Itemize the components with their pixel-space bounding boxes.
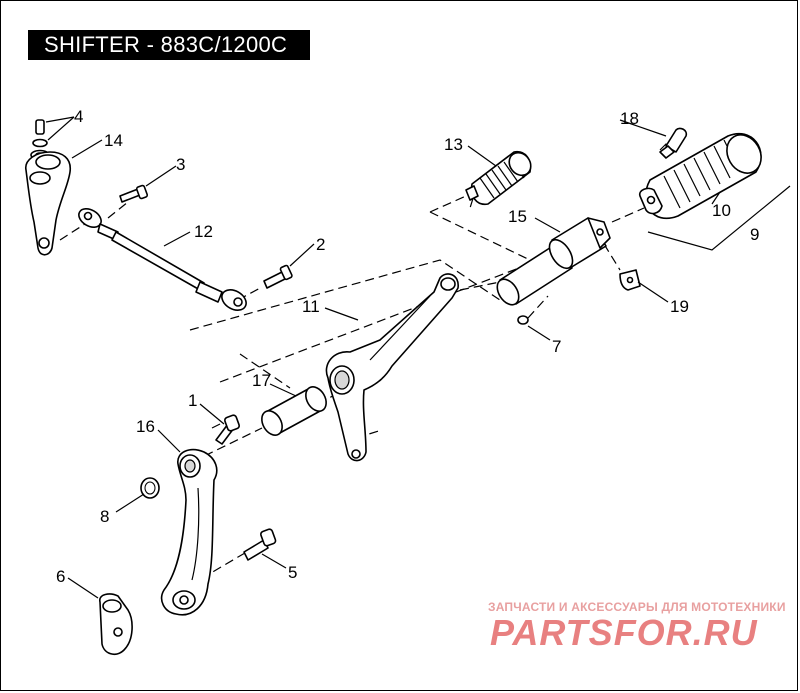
- watermark-logo: PARTSFOR.RU: [490, 612, 758, 653]
- part-lower-lever-16: [160, 448, 218, 616]
- part-pivot-shaft-15: [496, 217, 611, 306]
- part-pin-18: [659, 127, 688, 159]
- part-shifter-peg-rubber-13: [465, 150, 532, 206]
- callout-8: 8: [100, 507, 109, 526]
- callout-labels: 4 14 3 12 2 11 13 15 18 10 9 19 7 17 1 1…: [56, 107, 759, 586]
- part-clamp-6: [99, 593, 133, 656]
- part-shift-rod-12: [78, 208, 247, 311]
- part-shifter-lever-14: [25, 151, 72, 256]
- part-screw-5: [243, 528, 277, 561]
- callout-19: 19: [670, 297, 689, 316]
- callout-11: 11: [302, 297, 320, 316]
- callout-17: 17: [252, 371, 271, 390]
- part-cotter-pin-19: [619, 269, 641, 291]
- callout-12: 12: [194, 222, 213, 241]
- part-footpeg-rubber-10: [638, 132, 762, 219]
- callout-bracket-9: [647, 185, 791, 251]
- part-screw-2: [263, 264, 293, 289]
- part-screw-3: [119, 184, 149, 203]
- part-bushing-17: [261, 386, 327, 436]
- callout-4: 4: [74, 107, 83, 126]
- part-retaining-ring-8: [140, 477, 160, 499]
- callout-15: 15: [508, 207, 527, 226]
- callout-3: 3: [176, 155, 185, 174]
- callout-14: 14: [104, 131, 123, 150]
- callout-9: 9: [750, 225, 759, 244]
- part-clip-7: [517, 315, 529, 325]
- part-screw-1: [215, 414, 240, 445]
- callout-2: 2: [316, 235, 325, 254]
- callout-6: 6: [56, 567, 65, 586]
- callout-16: 16: [136, 417, 155, 436]
- callout-1: 1: [188, 391, 197, 410]
- callout-10: 10: [712, 201, 731, 220]
- callout-13: 13: [444, 135, 463, 154]
- part-shifter-arm-11: [325, 273, 459, 462]
- callout-5: 5: [288, 563, 297, 582]
- leader-lines: [45, 116, 721, 599]
- diagram-title: SHIFTER - 883C/1200C: [28, 30, 310, 60]
- callout-18: 18: [620, 109, 639, 128]
- callout-7: 7: [552, 337, 561, 356]
- watermark-caption: ЗАПЧАСТИ И АКСЕССУАРЫ ДЛЯ МОТОТЕХНИКИ: [488, 600, 786, 614]
